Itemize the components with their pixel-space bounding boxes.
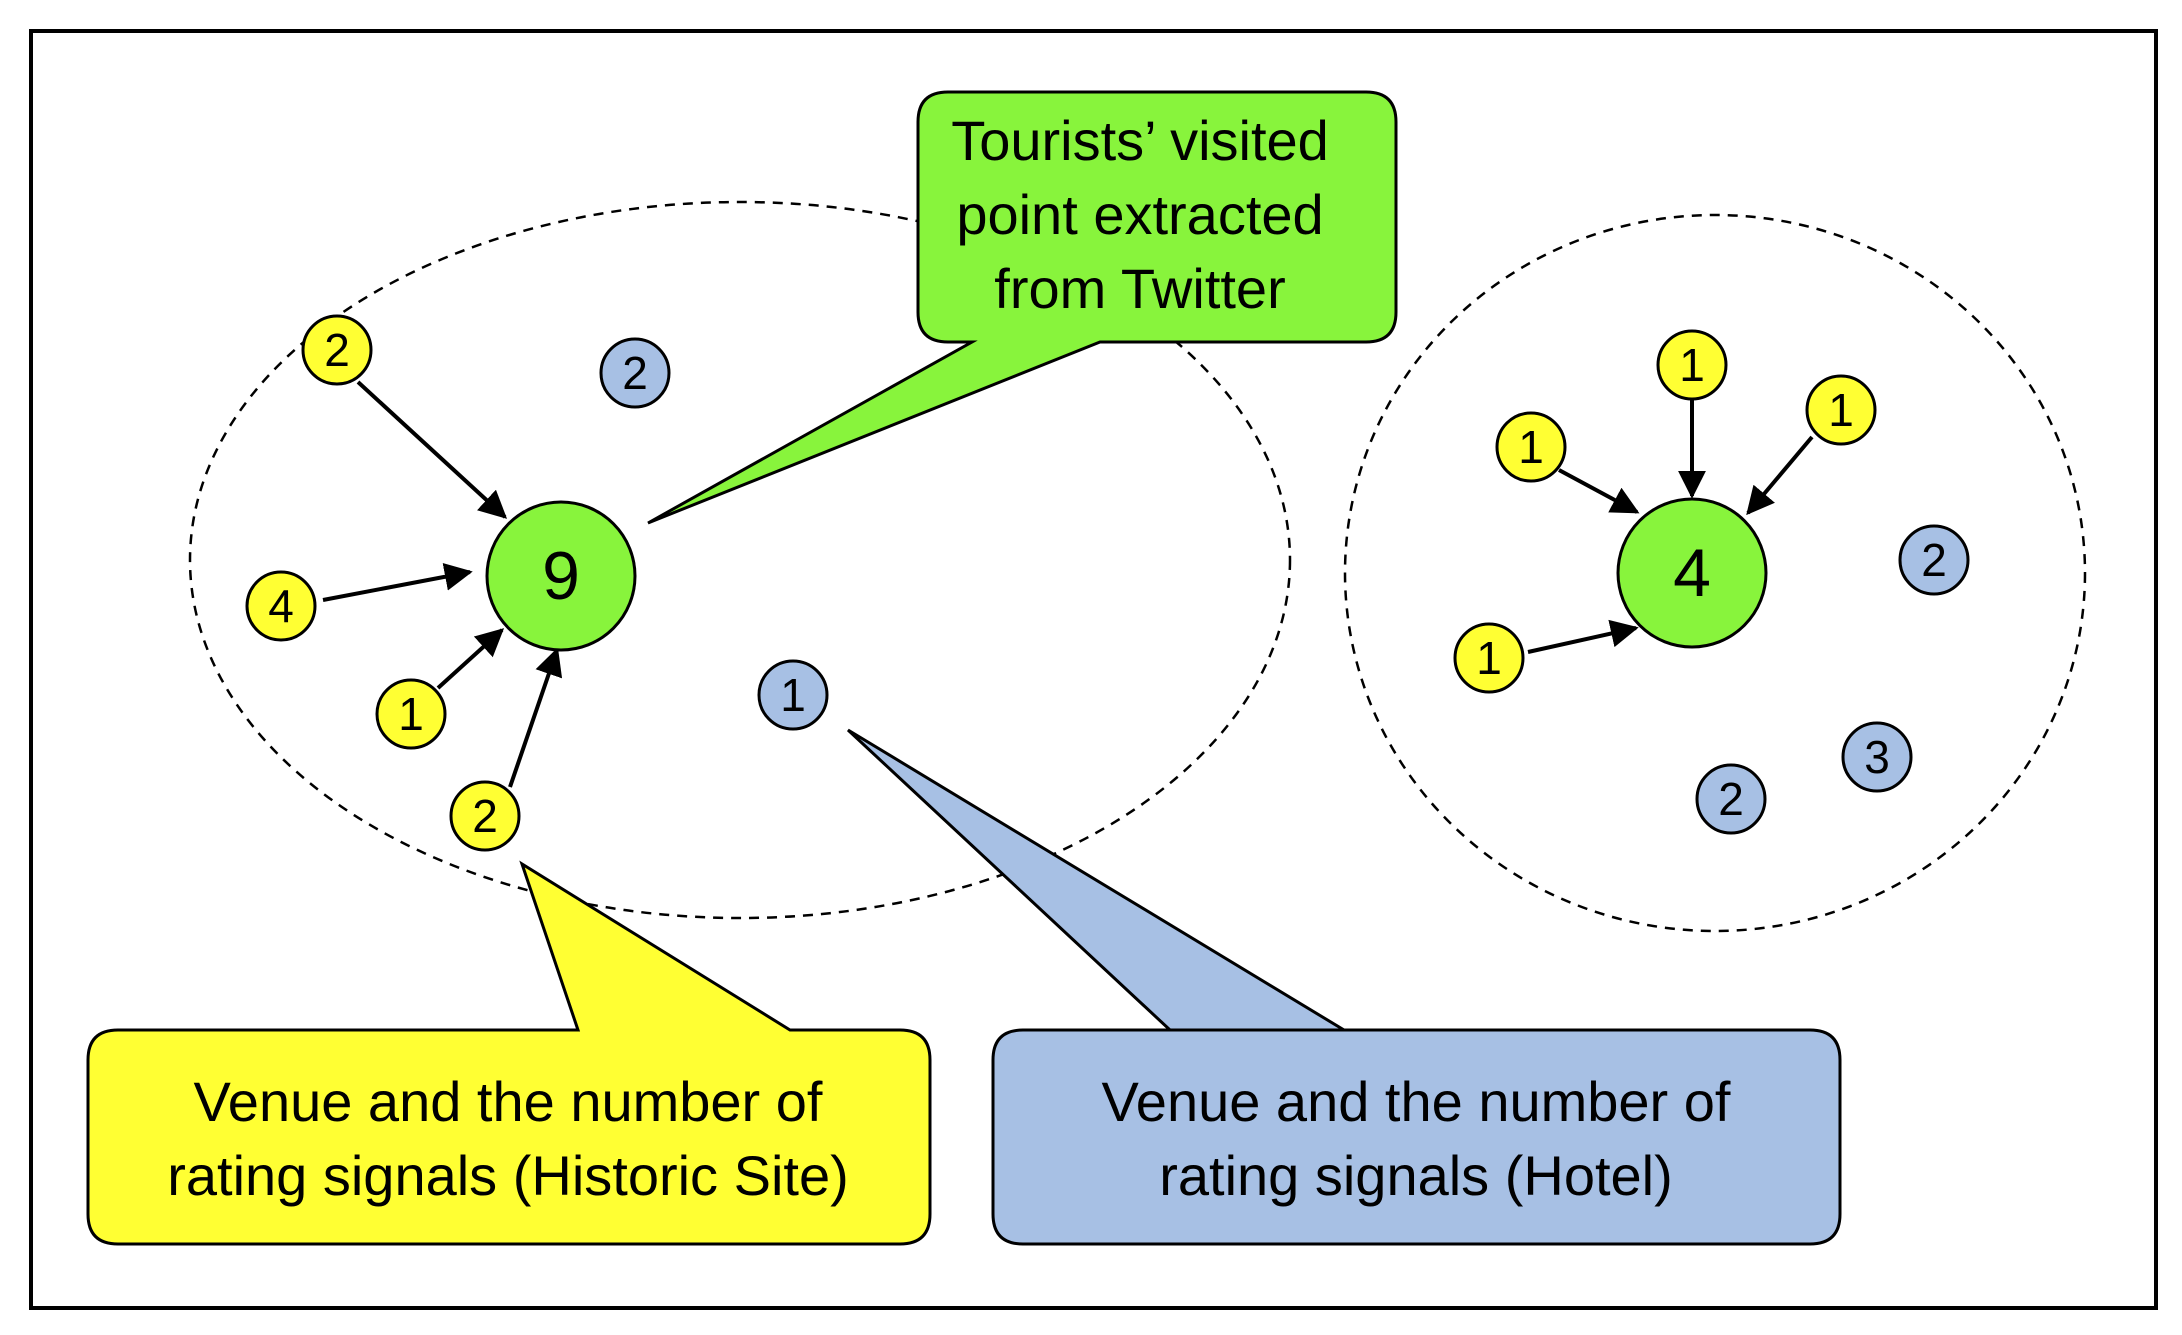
historic-site-node: 1 — [1495, 411, 1567, 483]
hotel-count: 3 — [1864, 731, 1890, 783]
hotel-count: 1 — [780, 669, 806, 721]
historic-site-count: 4 — [268, 580, 294, 632]
callout-tourist-line-3: from Twitter — [994, 257, 1285, 320]
historic-site-node: 2 — [301, 314, 373, 386]
callout-historic-line-2: rating signals (Historic Site) — [167, 1144, 849, 1207]
edges-left — [322, 380, 563, 788]
hotel-node: 3 — [1841, 721, 1913, 793]
callout-historic-site: Venue and the number of rating signals (… — [86, 860, 932, 1246]
cluster-boundary-left — [188, 200, 1292, 920]
hotel-count: 2 — [1718, 773, 1744, 825]
callout-historic-line-1: Venue and the number of — [194, 1070, 823, 1133]
edge-historic-to-center — [1746, 435, 1814, 516]
historic-site-count: 1 — [1476, 632, 1502, 684]
hotel-node: 2 — [1898, 524, 1970, 596]
edge-historic-to-center — [356, 380, 508, 519]
callout-hotel-line-1: Venue and the number of — [1102, 1070, 1731, 1133]
callout-tourist-point: Tourists’ visited point extracted from T… — [647, 90, 1398, 525]
tourist-point-count: 4 — [1673, 535, 1711, 611]
historic-site-node: 1 — [1656, 329, 1728, 401]
historic-site-count: 2 — [472, 790, 498, 842]
callout-tourist-line-2: point extracted — [956, 183, 1323, 246]
callout-tourist-point-shape — [647, 90, 1398, 525]
historic-site-count: 2 — [324, 324, 350, 376]
edge-historic-to-center — [1558, 468, 1640, 514]
cluster-right: 4 1 1 1 1 2 3 2 — [1453, 329, 1970, 835]
tourist-point-count: 9 — [542, 538, 580, 614]
edge-historic-to-center — [436, 628, 505, 690]
edge-historic-to-center — [508, 647, 563, 788]
historic-site-count: 1 — [1518, 421, 1544, 473]
historic-site-count: 1 — [398, 688, 424, 740]
historic-site-node: 1 — [1453, 622, 1525, 694]
hotel-count: 2 — [622, 347, 648, 399]
callout-hotel: Venue and the number of rating signals (… — [846, 728, 1842, 1246]
cluster-left: 9 2 4 1 2 2 1 — [245, 314, 829, 852]
edge-historic-to-center — [1527, 619, 1639, 654]
hotel-node: 1 — [757, 659, 829, 731]
tourist-point-node: 9 — [485, 500, 637, 652]
hotel-node: 2 — [599, 337, 671, 409]
callout-tourist-line-1: Tourists’ visited — [951, 109, 1329, 172]
hotel-node: 2 — [1695, 763, 1767, 835]
historic-site-count: 1 — [1828, 384, 1854, 436]
historic-site-count: 1 — [1679, 339, 1705, 391]
historic-site-node: 4 — [245, 570, 317, 642]
callout-hotel-shape — [846, 728, 1842, 1246]
edges-right — [1527, 395, 1814, 654]
edge-historic-to-center — [322, 562, 473, 602]
historic-site-node: 1 — [375, 678, 447, 750]
historic-site-node: 2 — [449, 780, 521, 852]
hotel-count: 2 — [1921, 534, 1947, 586]
historic-site-node: 1 — [1805, 374, 1877, 446]
callout-historic-site-shape — [86, 860, 932, 1246]
tourist-point-node: 4 — [1616, 497, 1768, 649]
callout-hotel-line-2: rating signals (Hotel) — [1159, 1144, 1673, 1207]
cluster-boundary-right — [1343, 213, 2087, 933]
